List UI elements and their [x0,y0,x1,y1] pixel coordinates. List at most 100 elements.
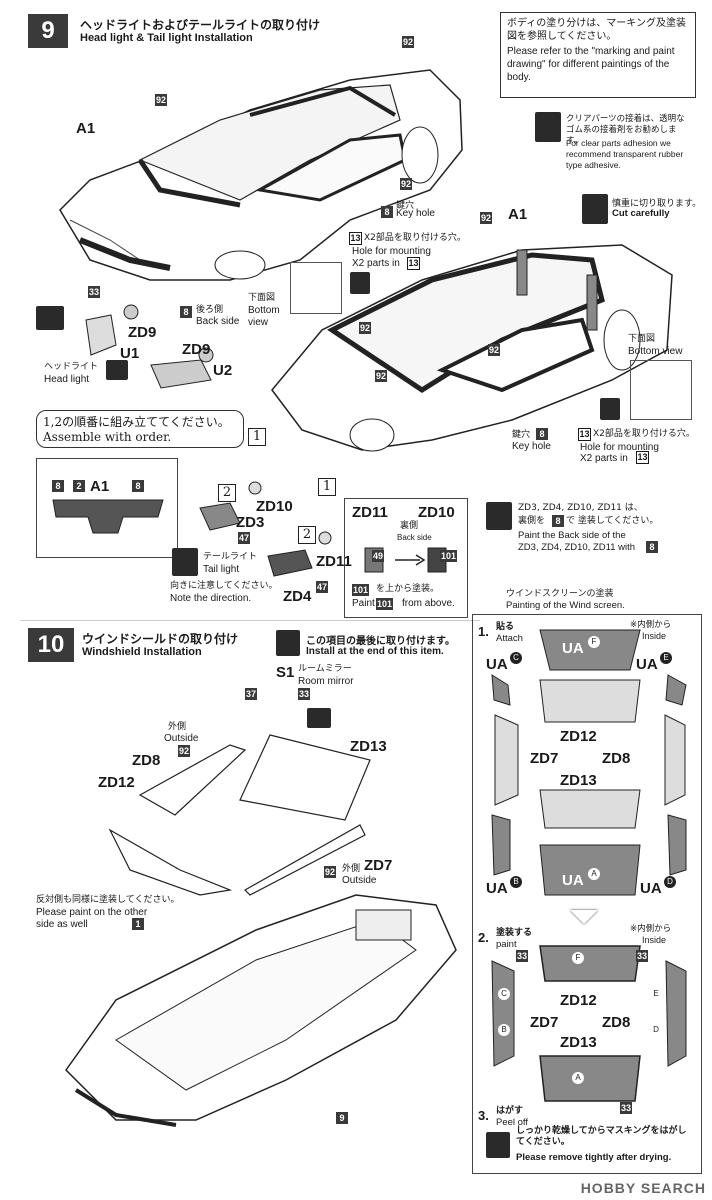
paint-92-b: 92 [402,36,415,48]
part-zd10-a: ZD10 [256,498,293,515]
order-mark-1-a: 1 [248,428,266,446]
keyhole-label-b-en: Key hole [512,441,551,452]
screen-painting-panel [472,614,702,1174]
tail-light-1-diagram [199,481,262,531]
ua-f: UA [562,640,584,657]
zd-note-jp2: 裏側を [518,516,546,526]
mirror-jp: ルームミラー [298,664,352,674]
mark-b-bottom: B [498,1024,510,1036]
glue-icon-tail [172,548,198,576]
keyhole-label-a-en: Key hole [396,208,435,219]
paint-49: 49 [372,550,385,562]
paint-9: 9 [336,1112,348,1124]
paint-2-bumper: 2 [73,480,85,492]
clear-note-en: For clear parts adhesion we recommend tr… [566,138,684,170]
clear-note-jp: クリアパーツの接着は、透明なゴム系の接着剤をお勧めします。 [566,114,685,146]
cut-icon-small-b [600,398,620,420]
paint-101-c: 101 [376,598,394,610]
headlight-parts-diagram [85,304,214,389]
screen-title-jp: ウインドスクリーンの塗装 [506,589,614,599]
part-zd11-a: ZD11 [316,553,352,570]
from-above-en: from above. [402,598,455,609]
hole-note-right-en2: X2 parts in [580,453,628,464]
mirror-en: Room mirror [298,676,354,687]
screen-step1-num: 1. [478,624,489,639]
ua-d: UA [640,880,662,897]
part-zd11-b: ZD11 [352,504,388,521]
paint-92-e: 92 [488,344,501,356]
hole-num-left-b: 13 [407,257,420,270]
hole-note-right-jp: X2部品を取り付ける穴。 [593,429,695,439]
paint-8-bumper-a: 8 [52,480,64,492]
screen-zd8-b: ZD8 [602,1014,631,1031]
bottom-view-right-jp: 下面図 [628,334,656,344]
part-zd7: ZD7 [364,857,393,874]
backside-en: Back side [397,533,432,542]
paint-47-b: 47 [316,581,329,593]
mark-c-bottom: C [498,988,510,1000]
step-9-badge: 9 [28,14,68,48]
zd-note-en1: Paint the Back side of the [518,530,626,541]
body-paint-note: ボディの塗り分けは、マーキング及塗装図を参照してください。 Please ref… [500,12,696,98]
glue-icon-headlight-b [106,360,128,380]
other-side-jp: 反対側も同様に塗装してください。 [36,895,180,905]
ua-b: UA [486,880,508,897]
paint-33-mirror: 33 [298,688,311,700]
zd-note-jp3: で 塗装してください。 [566,516,659,526]
paint-37: 37 [245,688,258,700]
cut-label-en: Cut carefully [612,208,670,219]
inside-a-jp: ※内側から [630,620,672,630]
mark-d-bottom: D [650,1024,662,1036]
part-zd8: ZD8 [132,752,161,769]
glue-icon-headlight-a [36,306,64,330]
order-mark-2-a: 2 [218,484,236,502]
outside-b-jp: 外側 [342,864,361,874]
paint-icon-zd [486,502,512,530]
zd-note-jp1: ZD3, ZD4, ZD10, ZD11 は、 [518,503,643,513]
backside-jp: 裏側 [400,521,419,531]
paint-92-a: 92 [155,94,168,106]
last-note-en: Install at the end of this item. [306,646,444,657]
direction-en: Note the direction. [170,593,252,604]
body-paint-note-jp: ボディの塗り分けは、マーキング及塗装図を参照してください。 [507,18,686,42]
body-paint-note-en: Please refer to the "marking and paint d… [507,46,675,83]
hole-num-left: 13 [349,232,362,245]
screen-paint-33-a: 33 [516,950,529,962]
mark-a-top: A [588,868,600,880]
part-zd9-b: ZD9 [182,341,211,358]
screen-step2-jp: 塗装する [496,928,533,938]
glue-icon-last [276,630,300,656]
part-zd12: ZD12 [98,774,135,791]
screen-step1-en: Attach [496,633,523,644]
back-side-en: Back side [196,316,240,327]
last-note-jp: この項目の最後に取り付けます。 [306,636,455,647]
bottom-view-left-en2: view [248,317,269,328]
glue-icon [535,112,561,142]
screen-step3-en: Peel off [496,1117,529,1128]
screen-step1-jp: 貼る [496,622,515,632]
paint-from-above-jp: を上から塗装。 [376,584,440,594]
order-jp: 1,2の順番に組み立ててください。 [43,415,230,429]
zd-note-num-a: 8 [552,515,564,527]
order-en: Assemble with order. [43,430,172,444]
mark-e-top: E [660,652,672,664]
screen-paint-diagram [491,945,687,1102]
screen-paint-33-c: 33 [620,1102,633,1114]
car-body-rear-diagram [271,244,673,452]
outside-a-en: Outside [164,733,199,744]
paint-label-en: Paint [352,598,375,609]
part-u1: U1 [120,345,140,362]
back-side-jp: 後ろ側 [196,305,224,315]
outside-b-en: Outside [342,875,377,886]
outside-a-jp: 外側 [168,722,187,732]
screen-zd13-b: ZD13 [560,1034,597,1051]
part-a1-top: A1 [76,120,96,137]
mark-a-bottom: A [572,1072,584,1084]
down-arrow [570,910,598,924]
paint-92-d: 92 [480,212,493,224]
bottom-view-left-en1: Bottom [248,305,280,316]
screen-zd12-b: ZD12 [560,992,597,1009]
step-10-title-en: Windshield Installation [82,646,202,658]
peel-jp: しっかり乾燥してからマスキングをはがしてください。 [516,1126,687,1147]
hole-note-right-en1: Hole for mounting [580,442,659,453]
